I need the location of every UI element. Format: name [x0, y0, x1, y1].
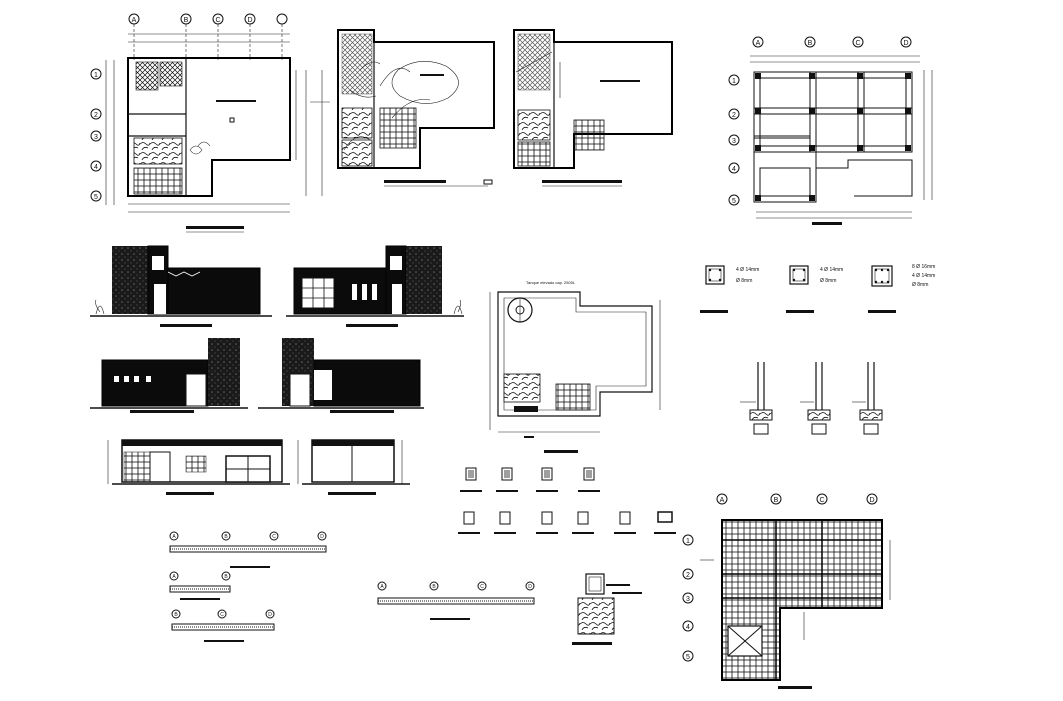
slab-axis-5: 5	[686, 654, 690, 661]
slab-axis-d: D	[869, 497, 874, 504]
axis-bubble-a: A	[132, 17, 137, 24]
floor-plan-electrical	[337, 29, 495, 187]
axis-bubble-b: B	[184, 17, 189, 24]
beam1-axis-c: C	[272, 534, 276, 540]
floor-plan-architectural: A B C D 1 2 3 4 5	[90, 13, 330, 233]
slab-axis-3: 3	[686, 596, 690, 603]
roof-plan: Tanque elevado cap. 2500L	[489, 280, 661, 453]
beam-sections-row-2	[458, 511, 676, 534]
slab-axis-4: 4	[686, 624, 690, 631]
axis-bubble-2: 2	[94, 112, 98, 119]
foundation-plan: A B C D 1 2 3 4 5	[728, 36, 933, 225]
slab-axis-b: B	[774, 497, 779, 504]
beam-elevation-2: A B	[169, 571, 231, 600]
elevation-left	[90, 338, 248, 413]
fp-axis-5: 5	[732, 198, 736, 205]
elevation-rear	[286, 245, 464, 327]
c3-top-note: 8 Ø 16mm	[912, 264, 935, 270]
plan1-axis-left: 1 2 3 4 5	[90, 60, 115, 205]
slab-axis-c: C	[819, 497, 824, 504]
plan1-axis-top: A B C D	[128, 13, 290, 60]
beam3-axis-b: B	[174, 612, 178, 618]
beam2-axis-b: B	[224, 574, 228, 580]
column-section-c1: 4 Ø 14mm Ø 8mm	[700, 265, 759, 313]
beam4-axis-a: A	[380, 584, 384, 590]
beam3-axis-c: C	[220, 612, 224, 618]
c3-mid-note: 4 Ø 14mm	[912, 273, 935, 279]
fp-axis-1: 1	[732, 78, 736, 85]
beam-elevation-1: A B C D	[169, 531, 327, 568]
elevation-front	[90, 245, 272, 327]
fp-axis-2: 2	[732, 112, 736, 119]
beam1-axis-a: A	[172, 534, 176, 540]
axis-bubble-1: 1	[94, 72, 98, 79]
floor-plan-sanitary	[513, 29, 673, 187]
section-transversal	[297, 439, 410, 495]
beam-elevation-4: A B C D	[377, 581, 535, 620]
slab-axis-2: 2	[686, 572, 690, 579]
beam3-axis-d: D	[268, 612, 272, 618]
beam1-axis-b: B	[224, 534, 228, 540]
slab-axis-1: 1	[686, 538, 690, 545]
fp-axis-b: B	[808, 40, 813, 47]
fp-axis-3: 3	[732, 138, 736, 145]
c1-top-note: 4 Ø 14mm	[736, 267, 759, 273]
axis-bubble-c: C	[215, 17, 220, 24]
fp-axis-a: A	[756, 40, 761, 47]
footing-detail-3	[852, 362, 883, 435]
section-longitudinal	[107, 439, 290, 495]
fp-axis-c: C	[855, 40, 860, 47]
beam-elevation-3: B C D	[171, 609, 275, 642]
footing-detail-2	[800, 362, 831, 435]
c2-mid-note: Ø 8mm	[820, 278, 836, 284]
beam1-axis-d: D	[320, 534, 324, 540]
column-section-c3: 8 Ø 16mm 4 Ø 14mm Ø 8mm	[868, 264, 935, 313]
column-section-c2: 4 Ø 14mm Ø 8mm	[786, 265, 843, 313]
axis-bubble-4: 4	[94, 164, 98, 171]
beam4-axis-b: B	[432, 584, 436, 590]
beam4-axis-d: D	[528, 584, 532, 590]
beam2-axis-a: A	[172, 574, 176, 580]
roof-tank-note: Tanque elevado cap. 2500L	[526, 280, 576, 285]
axis-bubble-d: D	[247, 17, 252, 24]
axis-bubble-5: 5	[94, 194, 98, 201]
slab-axis-a: A	[720, 497, 725, 504]
fp-axis-d: D	[903, 40, 908, 47]
slab-reinforcement-plan: A B C D 1 2 3 4 5	[682, 493, 891, 689]
c1-mid-note: Ø 8mm	[736, 278, 752, 284]
axis-bubble-3: 3	[94, 134, 98, 141]
c2-top-note: 4 Ø 14mm	[820, 267, 843, 273]
column-base-detail	[572, 573, 642, 645]
c3-bot-note: Ø 8mm	[912, 282, 928, 288]
footing-detail-1	[740, 362, 773, 435]
beam-sections-row-1	[460, 467, 600, 492]
elevation-right	[258, 338, 424, 413]
beam4-axis-c: C	[480, 584, 484, 590]
fp-axis-4: 4	[732, 166, 736, 173]
